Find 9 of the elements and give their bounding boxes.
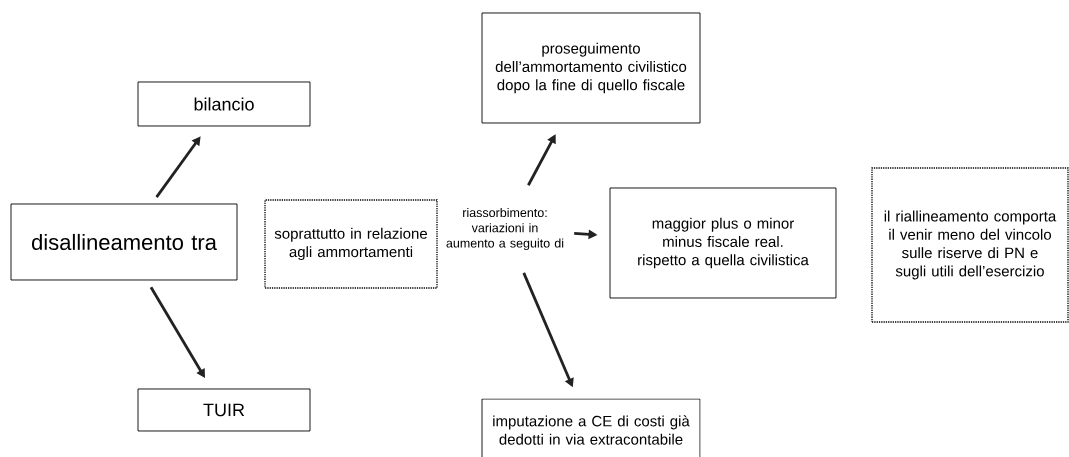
note-box: il riallineamento comporta il venir meno del vincolo sulle riserve di PN e sugli utili dell’esercizio	[871, 167, 1069, 323]
process-box: imputazione a CE di costi già dedotti in via extracontabile	[481, 398, 701, 457]
process-box: proseguimento dell’ammortamento civilistico dopo la fine di quello fiscale	[481, 12, 701, 124]
process-box: bilancio	[137, 81, 311, 127]
process-box: TUIR	[137, 388, 311, 432]
process-box: maggior plus o minor minus fiscale real. rispetto a quella civilistica	[609, 187, 837, 299]
note-box: soprattutto in relazione agli ammortamenti	[264, 199, 438, 289]
process-box: disallineamento tra	[10, 203, 238, 281]
node-text: riassorbimento: variazioni in aumento a seguito di	[446, 207, 564, 251]
